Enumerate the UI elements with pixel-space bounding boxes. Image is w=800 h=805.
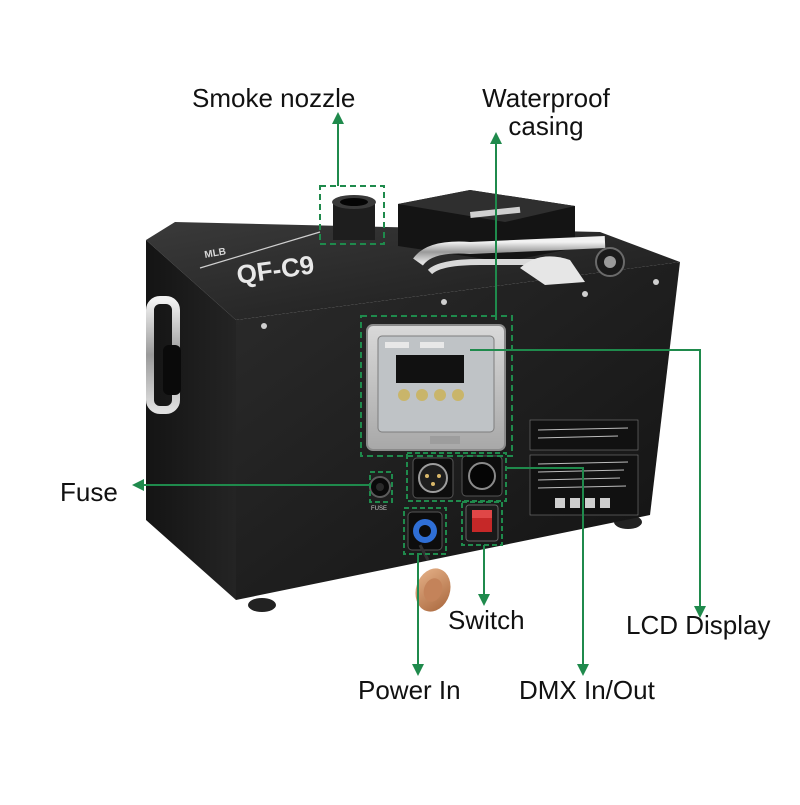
smoke-nozzle-label: Smoke nozzle xyxy=(192,83,356,113)
lcd-display-label: LCD Display xyxy=(626,610,771,640)
svg-text:FUSE: FUSE xyxy=(371,506,387,512)
power-in-connector xyxy=(407,511,451,612)
smoke-nozzle-highlight xyxy=(319,185,385,245)
switch-label: Switch xyxy=(448,605,525,635)
steel-pipes xyxy=(413,236,625,285)
dmx-highlight xyxy=(406,452,507,502)
callout-lines xyxy=(140,120,701,668)
lcd-screen xyxy=(396,355,464,383)
power-in-label: Power In xyxy=(358,675,461,705)
side-handle xyxy=(146,296,181,414)
fuse-highlight xyxy=(369,471,393,503)
brand-text: MLB xyxy=(204,246,227,261)
smoke-nozzle xyxy=(332,195,376,240)
casing-highlight xyxy=(360,315,513,457)
fuse-label: Fuse xyxy=(60,477,118,507)
switch-highlight xyxy=(461,501,503,546)
dmx-in-out-label: DMX In/Out xyxy=(519,675,655,705)
side-face xyxy=(146,240,236,600)
fuse-holder: FUSE xyxy=(369,476,391,512)
waterproof-casing-label: Waterproof casing xyxy=(482,83,610,141)
power-highlight xyxy=(403,507,447,555)
lcd-buttons xyxy=(398,389,464,401)
screws xyxy=(261,279,659,329)
power-switch xyxy=(465,504,499,542)
waterproof-casing xyxy=(366,324,506,451)
callout-arrows xyxy=(132,112,706,676)
dmx-connectors xyxy=(412,455,503,499)
